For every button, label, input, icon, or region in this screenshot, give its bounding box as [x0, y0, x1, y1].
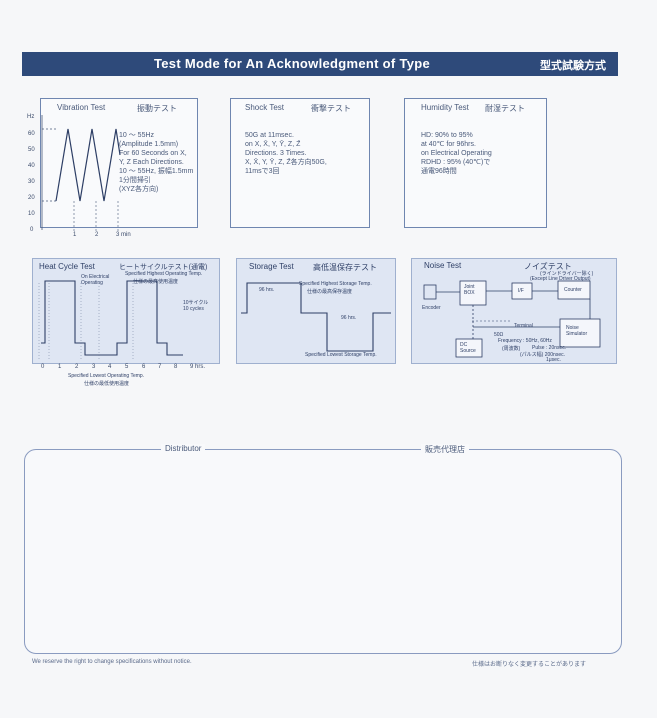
humidity-title-jp: 耐湿テスト: [485, 104, 525, 113]
distributor-label-en: Distributor: [161, 444, 206, 453]
vibration-x-tick: 2: [95, 232, 99, 238]
noise-if-label: I/F: [518, 288, 524, 294]
heat-on-label: On Electrical Operating: [81, 274, 110, 286]
heat-title-en: Heat Cycle Test: [39, 262, 95, 271]
noise-frequency-label: Frequency : 50Hz, 60Hz: [498, 338, 552, 344]
noise-joint-box-label: Joint BOX: [464, 284, 475, 296]
storage-title-en: Storage Test: [249, 262, 294, 271]
humidity-test-panel: Humidity Test 耐湿テスト HD: 90% to 95% at 40…: [404, 98, 547, 228]
distributor-label-jp: 販売代理店: [421, 444, 469, 455]
vibration-y-tick: 30: [28, 179, 35, 185]
storage-test-panel: Storage Test 高低温保存テスト 96 hrs. Specified …: [236, 258, 396, 364]
vibration-y-tick: 0: [30, 227, 34, 233]
heat-cycle-panel: Heat Cycle Test ヒートサイクルテスト(通電) On Electr…: [32, 258, 220, 364]
heat-low-label: Specified Lowest Operating Temp.: [68, 373, 145, 379]
storage-high-label: Specified Highest Storage Temp.: [299, 281, 372, 287]
noise-dc-source-label: DC Source: [460, 342, 476, 354]
heat-high-label: Specified Highest Operating Temp.: [125, 271, 203, 277]
heat-x-tick: 7: [158, 364, 162, 370]
title-banner: Test Mode for An Acknowledgment of Type …: [22, 52, 618, 76]
noise-pulse-jp: (パルス幅) 200nsec.: [520, 352, 566, 358]
noise-simulator-label: Noise Simulator: [566, 325, 588, 337]
noise-title-en: Noise Test: [424, 261, 462, 270]
humidity-description: HD: 90% to 95% at 40℃ for 96hrs. on Elec…: [421, 132, 492, 175]
storage-waveform: [241, 282, 391, 352]
noise-frequency-jp: (周波数): [502, 346, 521, 352]
heat-x-tick: 2: [75, 364, 79, 370]
noise-pulse-label: Pulse : 20nsec.: [532, 345, 567, 351]
vibration-test-panel: Vibration Test 振動テスト 10 ～ 55Hz (Amplitud…: [40, 98, 198, 228]
storage-96-label: 96 hrs.: [259, 287, 275, 293]
heat-x-tick: 3: [92, 364, 96, 370]
heat-x-tick: 1: [58, 364, 62, 370]
vibration-description: 10 ～ 55Hz (Amplitude 1.5mm) For 60 Secon…: [119, 132, 194, 193]
humidity-title-en: Humidity Test: [421, 103, 469, 112]
noise-title-jp: ノイズテスト: [524, 262, 572, 271]
storage-low-label: Specified Lowest Storage Temp.: [305, 352, 377, 358]
heat-x-tick: 0: [41, 364, 45, 370]
noise-sub-en: (Except Line Driver Output): [530, 276, 591, 282]
banner-title-jp: 型式試験方式: [540, 60, 606, 72]
heat-cycle-waveform: [38, 280, 183, 361]
distributor-box: Distributor 販売代理店: [24, 444, 622, 654]
shock-description: 50G at 11msec. on X, X̄, Y, Ȳ, Z, Z̄ Dir…: [245, 132, 327, 175]
heat-x-tick: 4: [108, 364, 112, 370]
vibration-y-tick: 10: [28, 211, 35, 217]
noise-test-panel: Noise Test ノイズテスト (ラインドライバー除く) (Except L…: [411, 258, 617, 364]
noise-encoder-label: Encoder: [422, 305, 441, 311]
heat-x-tick: 5: [125, 364, 129, 370]
footer-notice-jp: 仕様はお断りなく変更することがあります: [472, 662, 587, 668]
vibration-y-unit: Hz: [27, 114, 35, 120]
noise-counter-label: Counter: [564, 287, 582, 293]
vibration-y-tick: 60: [28, 131, 35, 137]
heat-title-jp: ヒートサイクルテスト(通電): [119, 264, 208, 271]
vibration-y-tick: 40: [28, 163, 35, 169]
noise-ohm-label: 50Ω: [494, 332, 504, 338]
heat-cycles-label: 10サイクル 10 cycles: [183, 300, 209, 312]
heat-high-label-jp: 仕様の最高使用温度: [133, 279, 179, 285]
storage-title-jp: 高低温保存テスト: [313, 263, 377, 272]
noise-usec-label: 1μsec.: [546, 357, 561, 363]
vibration-waveform: [41, 115, 121, 233]
heat-x-tick: 8: [174, 364, 178, 370]
vibration-y-tick: 20: [28, 195, 35, 201]
banner-title-en: Test Mode for An Acknowledgment of Type: [154, 56, 431, 71]
vibration-title-en: Vibration Test: [57, 103, 106, 112]
heat-x-tick: 9 hrs.: [190, 364, 206, 370]
shock-title-jp: 衝撃テスト: [311, 104, 351, 113]
vibration-x-tick: 3 min: [116, 232, 131, 238]
storage-96-label: 96 hrs.: [341, 315, 357, 321]
heat-x-tick: 6: [142, 364, 146, 370]
footer-notice-en: We reserve the right to change specifica…: [32, 659, 192, 665]
shock-title-en: Shock Test: [245, 103, 284, 112]
noise-terminal-label: Terminal: [514, 323, 533, 329]
shock-test-panel: Shock Test 衝撃テスト 50G at 11msec. on X, X̄…: [230, 98, 370, 228]
vibration-x-tick: 1: [73, 232, 77, 238]
vibration-y-tick: 50: [28, 147, 35, 153]
noise-sub-jp: (ラインドライバー除く): [540, 271, 594, 277]
heat-low-label-jp: 仕様の最低使用温度: [84, 381, 130, 387]
noise-block-diagram: [423, 280, 601, 358]
vibration-title-jp: 振動テスト: [137, 104, 177, 113]
storage-high-label-jp: 仕様の最高保存温度: [307, 289, 353, 295]
